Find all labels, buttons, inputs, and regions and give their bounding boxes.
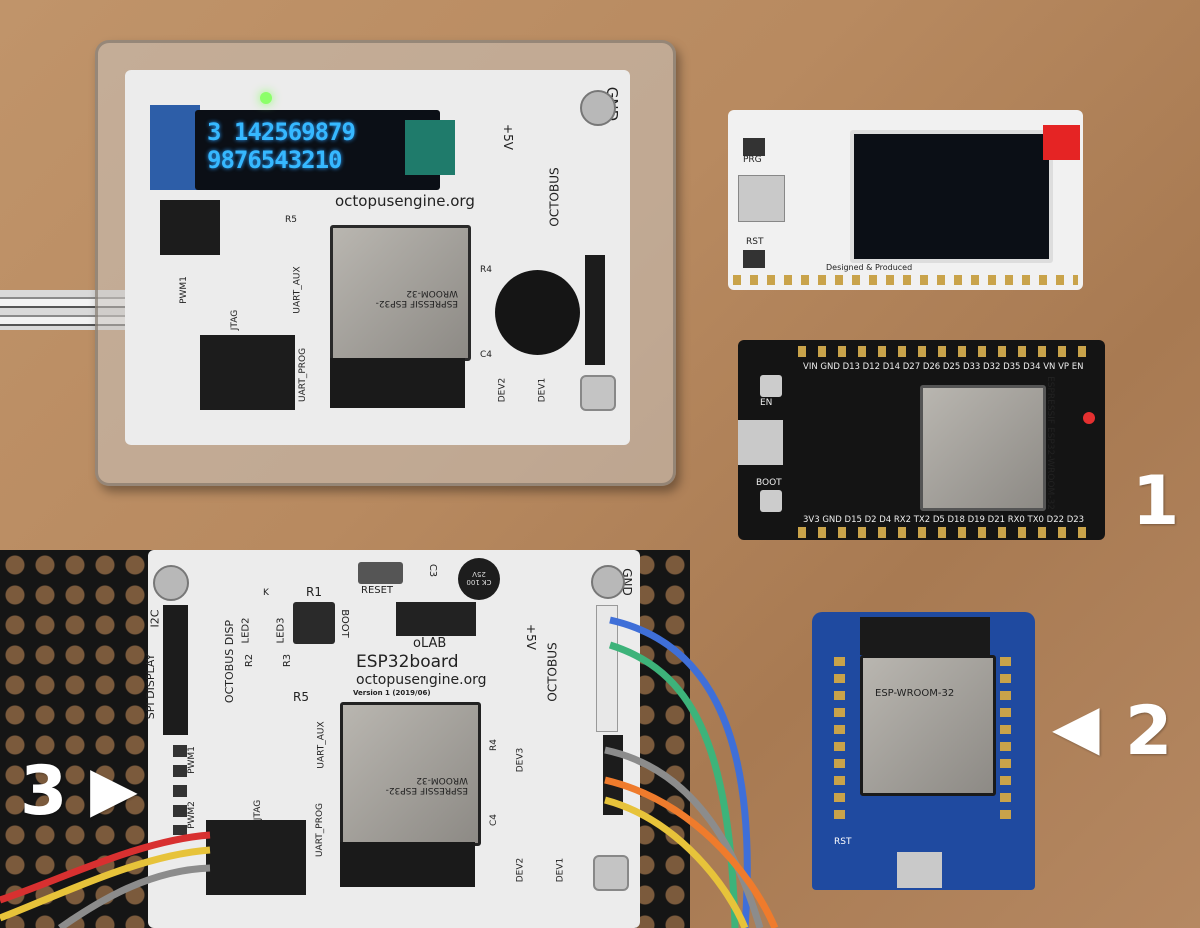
d1-mini-board: ESP-WROOM-32 RST xyxy=(812,612,1035,890)
top-esp32-board: 3 142569879 9876543210 octopusengine.org… xyxy=(125,70,630,445)
silk-boot: BOOT xyxy=(756,478,782,488)
black-oled xyxy=(850,130,1053,263)
reset-button[interactable] xyxy=(358,562,403,584)
silk-prg: PRG xyxy=(743,155,762,165)
silk-k: K xyxy=(263,588,269,598)
silk-octobus: OCTOBUS xyxy=(547,167,562,227)
pin-row xyxy=(798,527,1098,538)
site-text: octopusengine.org xyxy=(335,192,475,210)
wire-blue xyxy=(609,616,751,928)
nut-icon xyxy=(593,855,629,891)
arrow-left-icon: ◀ xyxy=(1052,690,1100,763)
red-battery-connector xyxy=(1043,125,1080,160)
wire-red-left xyxy=(0,831,211,904)
oled-flex-tab xyxy=(405,120,455,175)
wire-yellow xyxy=(604,796,749,928)
esp32-module: ESPRESSIF ESP32-WROOM-32 xyxy=(340,702,481,846)
antenna xyxy=(860,617,990,655)
callout-3: 3 xyxy=(20,752,68,831)
esp32-module: ESPRESSIF ESP32-WROOM-32 xyxy=(920,376,1055,511)
screw-icon xyxy=(580,90,616,126)
rst-button[interactable] xyxy=(743,250,765,268)
silk-c3: C3 xyxy=(427,563,439,578)
pin-row xyxy=(798,346,1098,357)
boot-button[interactable] xyxy=(760,490,782,512)
pad xyxy=(173,745,187,835)
silk-rst: RST xyxy=(834,837,852,847)
power-led-icon xyxy=(260,92,272,104)
antenna xyxy=(330,358,465,408)
callout-2: 2 xyxy=(1125,692,1173,771)
prg-button[interactable] xyxy=(743,138,765,156)
silk-dev1: DEV1 xyxy=(537,377,548,403)
silk-r5: R5 xyxy=(285,215,297,225)
esp32-module: ESP-WROOM-32 xyxy=(860,655,996,796)
silk-r5: R5 xyxy=(293,690,309,704)
octobus-connector xyxy=(596,605,618,732)
silk-reset: RESET xyxy=(361,585,394,596)
usb-port xyxy=(738,175,785,222)
olab-connector xyxy=(396,602,476,636)
version-text: Version 1 (2019/06) xyxy=(353,689,431,697)
silk-jtag: JTAG xyxy=(230,309,241,331)
wire-gray xyxy=(604,746,764,928)
silk-pwm1: PWM1 xyxy=(178,276,189,304)
capacitor-text: CK 100 25V xyxy=(466,570,492,586)
nut-icon xyxy=(580,375,616,411)
board-title: ESP32board xyxy=(356,652,459,672)
oled-display: 3 142569879 9876543210 xyxy=(195,110,455,190)
esp32-module: ESPRESSIF ESP32-WROOM-32 xyxy=(330,225,471,361)
pin-header xyxy=(160,200,220,255)
silk-r1: R1 xyxy=(306,585,322,599)
en-button[interactable] xyxy=(760,375,782,397)
silk-5v: +5V xyxy=(500,124,515,150)
screw-icon xyxy=(153,565,189,601)
antenna xyxy=(340,842,475,887)
pin-header xyxy=(150,105,200,190)
silk-uart-aux: UART_AUX xyxy=(292,266,303,314)
wire-yellow-left xyxy=(0,846,211,922)
buzzer xyxy=(495,270,580,355)
red-led-icon xyxy=(1083,412,1095,424)
octobus-header xyxy=(585,255,605,365)
silk-uart-prog: UART_PROG xyxy=(298,347,309,402)
top-pin-labels: VIN GND D13 D12 D14 D27 D26 D25 D33 D32 … xyxy=(803,362,1084,372)
oled-line-2: 9876543210 xyxy=(207,146,342,174)
capacitor: CK 100 25V xyxy=(458,558,500,600)
wire-gray-left xyxy=(57,864,211,928)
screw-icon xyxy=(591,565,625,599)
silk-c4: C4 xyxy=(480,350,493,360)
silk-dev2: DEV2 xyxy=(497,377,508,403)
bottom-esp32-board: SPI DISPLAY I2C OCTOBUS DISP K R1 LED2 L… xyxy=(144,550,640,928)
pin-column xyxy=(834,657,845,827)
esp32-devkit-board: VIN GND D13 D12 D14 D27 D26 D25 D33 D32 … xyxy=(738,340,1105,540)
display-header xyxy=(163,605,188,735)
uart-prog-connector xyxy=(206,820,306,895)
uart-prog-connector xyxy=(200,335,295,410)
usb-port xyxy=(897,852,942,888)
pin-column xyxy=(1000,657,1011,827)
heltec-oled-board: PRG RST Designed & Produced xyxy=(728,110,1083,290)
bottom-pin-labels: 3V3 GND D15 D2 D4 RX2 TX2 D5 D18 D19 D21… xyxy=(803,515,1085,525)
module-text: ESPRESSIF ESP32-WROOM-32 xyxy=(1044,376,1055,510)
silk-en: EN xyxy=(760,398,773,408)
pin-row xyxy=(733,275,1078,285)
module-text: ESP-WROOM-32 xyxy=(875,688,955,699)
usb-port xyxy=(738,420,783,465)
site-text: octopusengine.org xyxy=(356,672,487,688)
silk-olab: oLAB xyxy=(413,636,447,651)
boot-button[interactable] xyxy=(293,602,335,644)
arrow-right-icon: ▶ xyxy=(90,752,138,825)
oled-line-1: 3 142569879 xyxy=(207,118,356,146)
silk-designed: Designed & Produced xyxy=(826,263,913,272)
callout-1: 1 xyxy=(1132,462,1180,541)
module-text: ESPRESSIF ESP32-WROOM-32 xyxy=(375,288,458,308)
wire-orange xyxy=(604,776,779,928)
silk-rst: RST xyxy=(746,237,764,247)
jumper-wires xyxy=(0,616,779,928)
silk-r4: R4 xyxy=(480,265,492,275)
